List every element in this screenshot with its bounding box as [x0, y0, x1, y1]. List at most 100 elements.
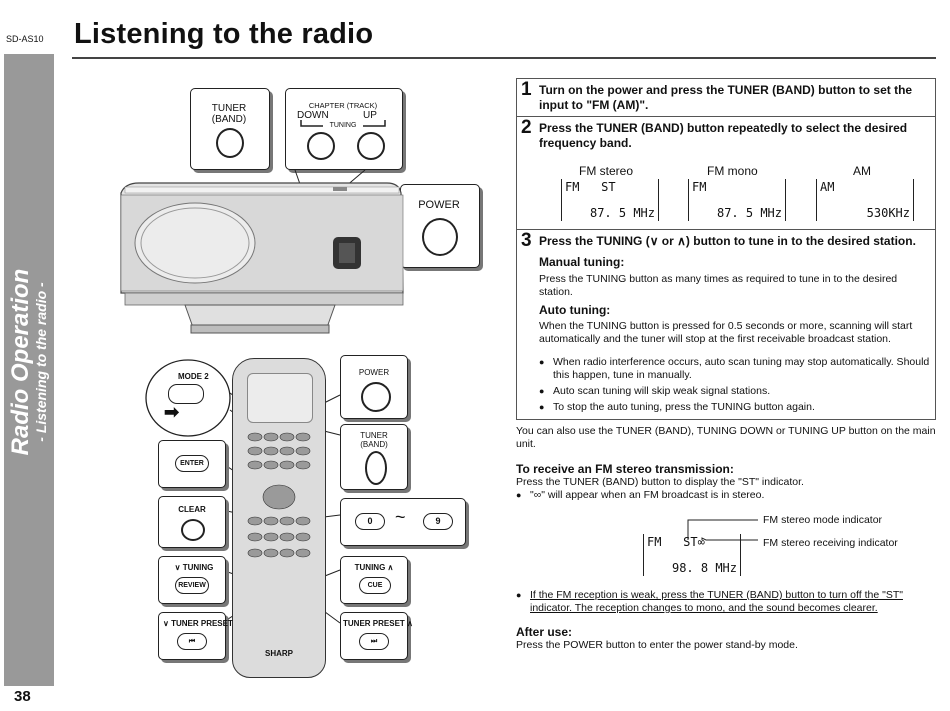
title-rule: [72, 57, 936, 59]
unit-down-label: DOWN: [297, 110, 329, 121]
remote-brand: SHARP: [264, 649, 293, 658]
remote-button-grid: [245, 429, 313, 569]
unit-tuning-callout: CHAPTER (TRACK) DOWN UP TUNING: [285, 88, 403, 170]
stereo-mode-indicator-label: FM stereo mode indicator: [763, 514, 883, 526]
step-2-text: Press the TUNER (BAND) button repeatedly…: [539, 121, 908, 150]
remote-preset-down-label: TUNER PRESET: [171, 619, 233, 628]
remote-tuner-callout: TUNER (BAND): [340, 424, 408, 490]
unit-tuning-up-button[interactable]: [357, 132, 385, 160]
stereo-receiving-indicator-label: FM stereo receiving indicator: [763, 537, 898, 549]
step-1: 1 Turn on the power and press the TUNER …: [517, 79, 935, 117]
step-2-number: 2: [521, 117, 532, 138]
step-3-number: 3: [521, 230, 532, 251]
lcd-fm-stereo-line2: 87. 5 MHz: [589, 206, 655, 220]
main-unit-illustration: [120, 169, 404, 334]
step-1-text: Turn on the power and press the TUNER (B…: [539, 83, 913, 112]
remote-body: SHARP: [232, 358, 326, 678]
mode2-button[interactable]: [168, 384, 204, 404]
remote-cue-callout: TUNING ∧ CUE: [340, 556, 408, 604]
remote-numbers-callout: 0 ~ 9: [340, 498, 466, 546]
unit-tuner-label-2: (BAND): [211, 114, 247, 125]
remote-power-label: POWER: [358, 368, 390, 377]
weak-reception-bullet: ●If the FM reception is weak, press the …: [516, 589, 903, 614]
range-tilde: ~: [395, 507, 406, 527]
unit-up-label: UP: [363, 110, 377, 121]
step-1-number: 1: [521, 79, 532, 100]
lcd-fm-mono-line1: FM: [692, 180, 707, 194]
sidebar-section-title: Radio Operation - Listening to the radio…: [7, 268, 49, 456]
lcd-am-line2: 530KHz: [866, 206, 910, 220]
remote-tuner-label-1: TUNER: [360, 431, 388, 440]
remote-tuning-down-label: TUNING: [182, 563, 214, 572]
lcd-fm-mono-line2: 87. 5 MHz: [716, 206, 782, 220]
lcd-am-line1: AM: [820, 180, 835, 194]
stereo-indicator-leaders: [687, 519, 758, 541]
remote-power-callout: POWER: [340, 355, 408, 419]
auto-bullet-1: ●When radio interference occurs, auto sc…: [539, 356, 930, 381]
remote-preset-down-callout: ∨ TUNER PRESET ⏮: [158, 612, 233, 660]
remote-review-button[interactable]: REVIEW: [175, 577, 209, 594]
unit-power-callout: POWER: [400, 184, 480, 268]
remote-clear-button[interactable]: [181, 519, 205, 541]
page-number: 38: [14, 688, 31, 705]
remote-enter-button[interactable]: ENTER: [175, 455, 209, 472]
lcd-fm-stereo: FM ST 87. 5 MHz: [561, 179, 659, 221]
remote-review-callout: ∨ TUNING REVIEW: [158, 556, 226, 604]
remote-nine-button[interactable]: 9: [423, 513, 453, 530]
manual-tuning-text: Press the TUNING button as many times as…: [539, 273, 898, 298]
unit-chapter-label: CHAPTER (TRACK): [308, 101, 378, 110]
arrow-right-icon: ➡: [164, 402, 180, 422]
steps-box: 1 Turn on the power and press the TUNER …: [516, 78, 936, 420]
sidebar-band: [4, 54, 54, 686]
lcd-stereo-line2: 98. 8 MHz: [671, 561, 737, 575]
unit-tuning-down-button[interactable]: [307, 132, 335, 160]
remote-tuner-label-2: (BAND): [360, 440, 388, 449]
stereo-bullet: ●"∞" will appear when an FM broadcast is…: [516, 489, 765, 501]
remote-power-button[interactable]: [361, 382, 391, 412]
band-fm-mono-label: FM mono: [707, 164, 758, 178]
unit-power-button[interactable]: [422, 218, 458, 256]
sidebar-section: Radio Operation: [7, 268, 34, 456]
unit-tuner-label-1: TUNER: [211, 103, 247, 114]
remote-preset-up-button[interactable]: ⏭: [359, 633, 389, 650]
remote-preset-up-callout: TUNER PRESET ∧ ⏭: [340, 612, 413, 660]
lcd-fm-stereo-line1: FM ST: [565, 180, 616, 194]
unit-tuning-label: TUNING: [329, 122, 357, 129]
step-2: 2 Press the TUNER (BAND) button repeated…: [517, 117, 935, 230]
page-title: Listening to the radio: [74, 18, 374, 50]
remote-clear-callout: CLEAR: [158, 496, 226, 548]
remote-cue-button[interactable]: CUE: [359, 577, 391, 594]
step-3: 3 Press the TUNING (∨ or ∧) button to tu…: [517, 230, 935, 419]
remote-enter-callout: ENTER: [158, 440, 226, 488]
band-fm-stereo-label: FM stereo: [579, 164, 634, 178]
lcd-fm-mono: FM 87. 5 MHz: [688, 179, 786, 221]
lcd-am: AM 530KHz: [816, 179, 914, 221]
mode2-label: MODE 2: [178, 372, 209, 381]
remote-preset-down-button[interactable]: ⏮: [177, 633, 207, 650]
band-am-label: AM: [853, 164, 871, 178]
manual-tuning-heading: Manual tuning:: [539, 255, 625, 269]
lcd-stereo-line1: FM ST∞: [647, 535, 705, 549]
unit-tuner-button[interactable]: [216, 128, 244, 158]
auto-tuning-text: When the TUNING button is pressed for 0.…: [539, 320, 913, 345]
after-use-heading: After use:: [516, 625, 573, 639]
auto-bullet-2: ●Auto scan tuning will skip weak signal …: [539, 385, 771, 397]
tuning-bracket: [300, 120, 386, 127]
remote-tuner-button[interactable]: [365, 451, 387, 485]
also-use-text: You can also use the TUNER (BAND), TUNIN…: [516, 425, 936, 450]
model-number: SD-AS10: [6, 34, 44, 44]
remote-zero-button[interactable]: 0: [355, 513, 385, 530]
sidebar-subsection: - Listening to the radio -: [33, 282, 49, 442]
unit-tuner-callout: TUNER (BAND): [190, 88, 270, 170]
stereo-heading: To receive an FM stereo transmission:: [516, 462, 734, 476]
remote-tuning-up-label: TUNING: [354, 563, 386, 572]
lcd-stereo-example: FM ST∞ 98. 8 MHz: [643, 534, 741, 576]
stereo-line: Press the TUNER (BAND) button to display…: [516, 476, 804, 488]
step-3-text: Press the TUNING (∨ or ∧) button to tune…: [539, 234, 916, 248]
unit-power-label: POWER: [418, 199, 460, 211]
remote-preset-up-label: TUNER PRESET: [343, 619, 405, 628]
remote-clear-label: CLEAR: [178, 505, 206, 514]
after-use-text: Press the POWER button to enter the powe…: [516, 639, 798, 651]
auto-bullet-3: ●To stop the auto tuning, press the TUNI…: [539, 401, 815, 413]
auto-tuning-heading: Auto tuning:: [539, 303, 611, 317]
